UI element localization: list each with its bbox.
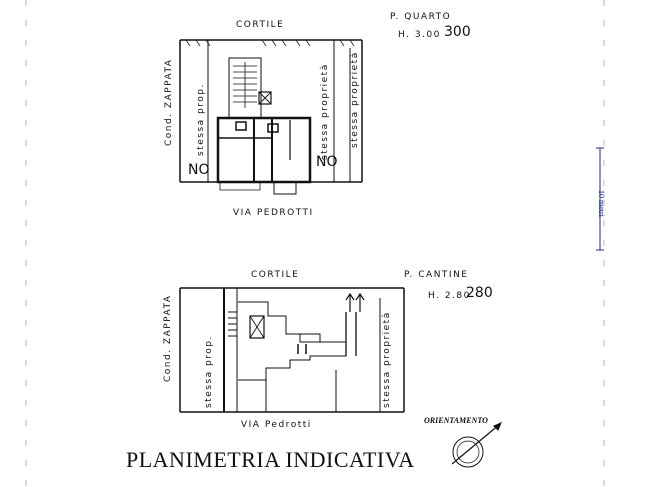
top-floor-label: P. QUARTO (390, 12, 452, 22)
top-mark-right: NO (316, 154, 338, 170)
orientation-label: ORIENTAMENTO (424, 416, 488, 425)
top-plan (179, 39, 363, 195)
bottom-plan (179, 287, 405, 413)
bottom-height-label: H. 2.80 (428, 291, 471, 301)
top-right-prop-label: stessa proprietà (320, 63, 330, 160)
scale-label: 10 metri (597, 190, 606, 217)
page-guides (25, 0, 605, 487)
top-courtyard-label: CORTILE (236, 20, 285, 30)
bottom-height-handwritten: 280 (466, 285, 493, 301)
bottom-right-prop-label: stessa proprietà (382, 311, 392, 408)
bottom-left-side-label: Cond. ZAPPATA (163, 294, 173, 382)
top-height-label: H. 3.00 (398, 30, 441, 40)
bottom-street-label: VIA Pedrotti (241, 420, 312, 430)
top-left-side-label: Cond. ZAPPATA (164, 58, 174, 146)
page-title: PLANIMETRIA INDICATIVA (126, 447, 415, 472)
top-right-prop-label-outer: stessa proprietà (350, 51, 360, 148)
bottom-courtyard-label: CORTILE (251, 270, 300, 280)
scale-bar (596, 147, 604, 251)
bottom-floor-label: P. CANTINE (404, 270, 469, 280)
orientation-compass (451, 422, 502, 468)
top-street-label: VIA PEDROTTI (233, 208, 314, 218)
bottom-left-prop-label: stessa prop. (204, 335, 214, 408)
top-left-prop-label: stessa prop. (196, 83, 206, 156)
top-height-handwritten: 300 (444, 24, 471, 40)
top-mark-left: NO (188, 162, 210, 178)
